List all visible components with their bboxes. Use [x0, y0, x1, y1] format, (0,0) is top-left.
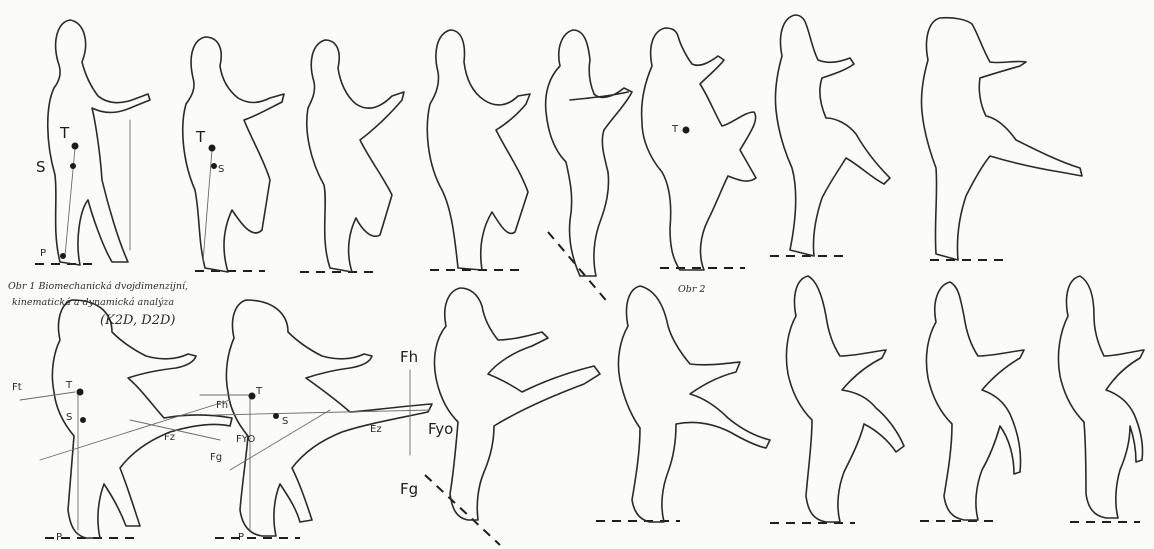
label-Ft: Ft [12, 382, 22, 393]
label-Ez: Ez [370, 424, 382, 435]
figure-bottom-7 [1058, 276, 1144, 518]
figure-bottom-6 [926, 282, 1024, 520]
label-S5: S [282, 416, 288, 427]
figure-top-4 [427, 30, 530, 270]
label-Fh-2: Fh [400, 348, 418, 366]
figure-bottom-5 [786, 276, 904, 522]
figure-top-3 [307, 40, 404, 272]
label-T4: T [65, 380, 73, 391]
figure-2-label: Obr 2 [678, 284, 705, 295]
ground-lines-top [35, 256, 1005, 272]
figure-top-6 [642, 28, 756, 270]
label-T3: T [671, 124, 679, 135]
label-Fh-1: Fh [216, 400, 228, 411]
force-vectors [20, 120, 430, 530]
figure-bottom-3 [434, 288, 600, 520]
figure-bottom-4 [618, 286, 770, 522]
label-T5: T [255, 386, 263, 397]
label-P3: P [238, 532, 244, 543]
label-Fg-1: Fg [210, 452, 222, 463]
label-T1: T [59, 124, 70, 142]
figure-top-8 [921, 18, 1082, 260]
figure-top-5 [546, 30, 632, 276]
label-Fyo-1: FYO [236, 434, 255, 445]
caption-line-2: kinematická a dynamická analýza [12, 297, 174, 308]
label-P1: P [40, 248, 46, 259]
figure-top-1 [48, 20, 150, 265]
caption-line-3: (K2D, D2D) [100, 313, 175, 328]
figure-bottom-2 [226, 300, 432, 536]
figure-top-2 [183, 37, 284, 272]
label-S4: S [66, 412, 72, 423]
label-T2: T [195, 128, 206, 146]
label-S2: S [218, 164, 224, 175]
label-Fz: Fz [164, 432, 175, 443]
figure-bottom-1 [52, 300, 232, 538]
caption-line-1: Obr 1 Biomechanická dvojdimenzijní, [8, 281, 188, 292]
label-P2: P [56, 532, 62, 543]
label-Fyo-2: Fyo [428, 420, 453, 438]
label-Fg-2: Fg [400, 480, 418, 498]
figure-top-7 [775, 15, 890, 256]
label-S1: S [36, 158, 46, 176]
